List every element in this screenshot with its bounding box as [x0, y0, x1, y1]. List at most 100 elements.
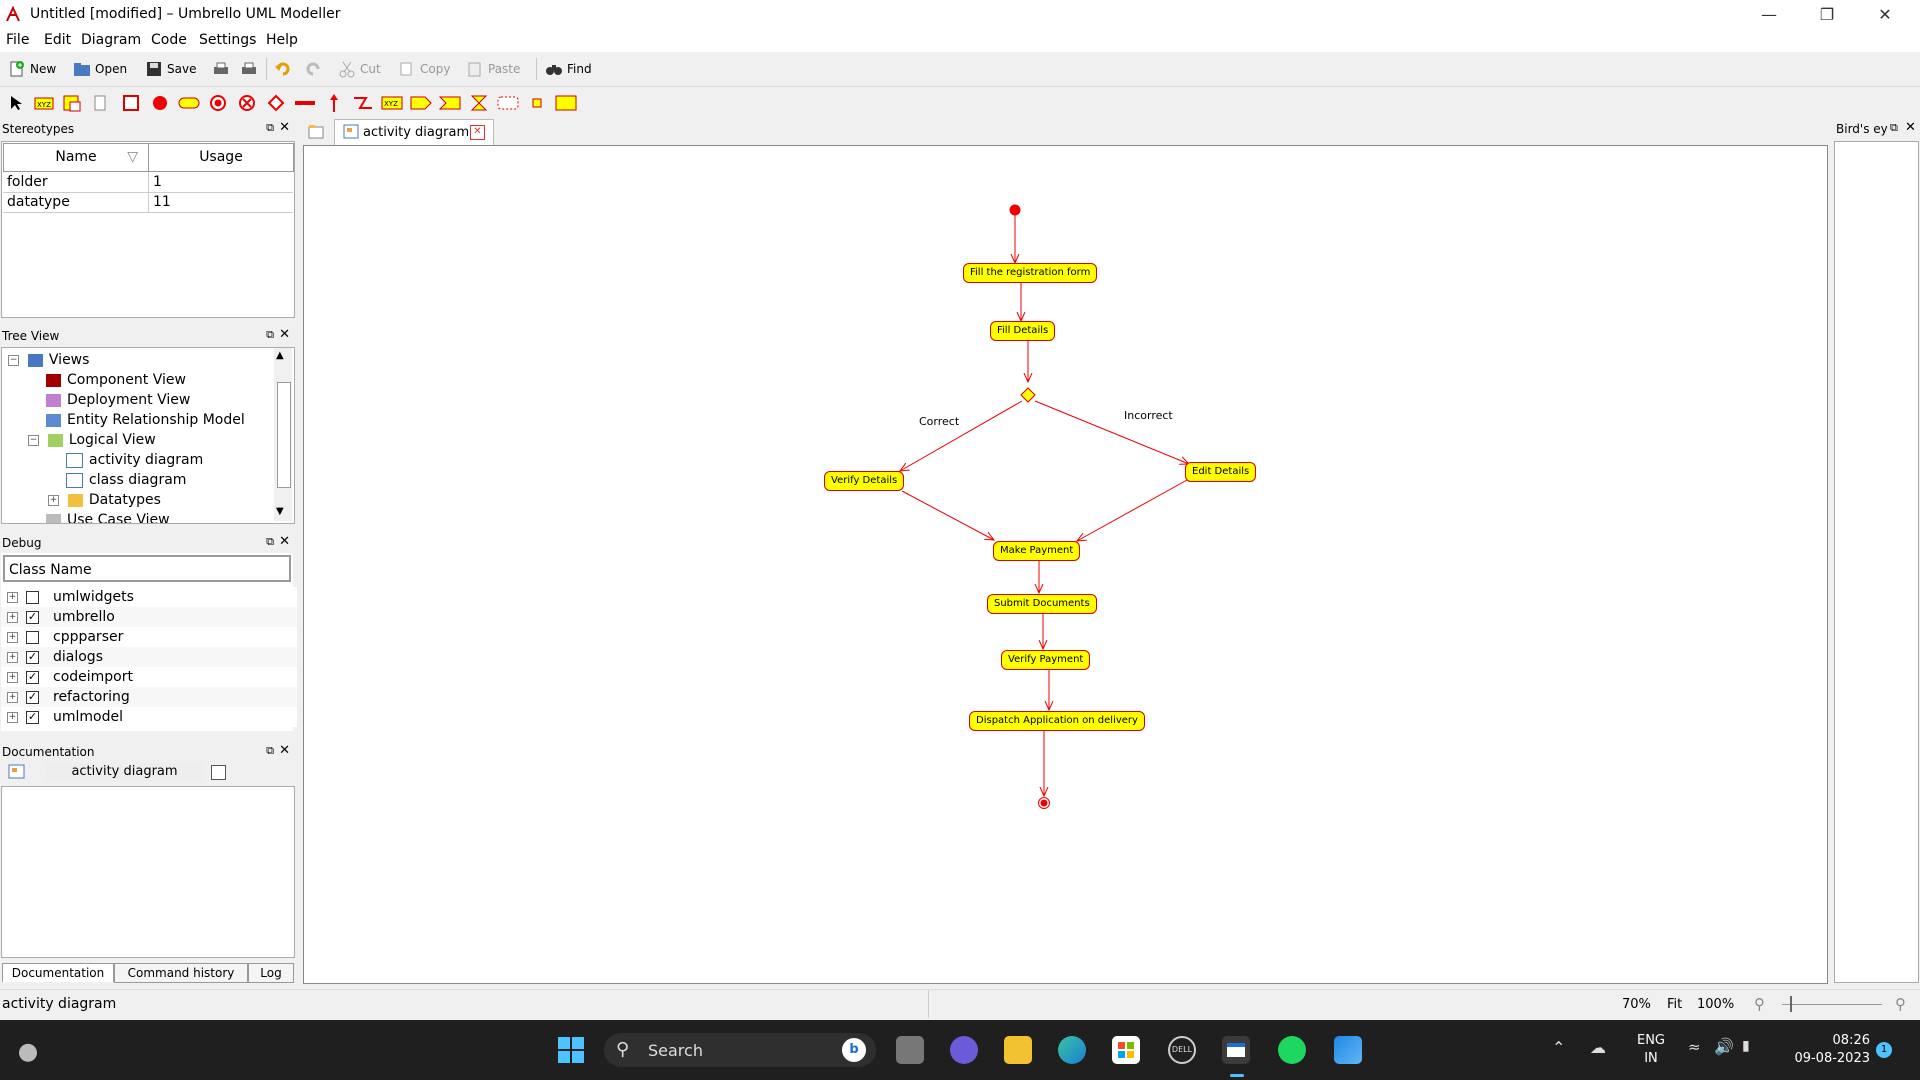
note-tool-icon[interactable]: [61, 92, 83, 114]
float-icon[interactable]: ⧉: [266, 535, 274, 548]
tab-documentation[interactable]: Documentation: [2, 963, 114, 982]
close-dock-icon[interactable]: ✕: [279, 534, 290, 549]
expand-icon[interactable]: +: [7, 671, 18, 683]
zoom-slider-handle[interactable]: [1790, 996, 1792, 1012]
debug-row[interactable]: +cppparser: [1, 627, 297, 647]
debug-checkbox[interactable]: ✓: [26, 609, 39, 624]
windows-start-icon[interactable]: [557, 1036, 585, 1064]
zoom-100-button[interactable]: 100%: [1697, 997, 1735, 1012]
float-icon[interactable]: ⧉: [266, 744, 274, 757]
tree-scrollbar[interactable]: ▲ ▼: [274, 348, 292, 521]
debug-checkbox[interactable]: ✓: [26, 689, 39, 704]
close-dock-icon[interactable]: ✕: [279, 743, 290, 758]
select-tool-arrow-icon[interactable]: [5, 92, 27, 114]
menu-help[interactable]: Help: [266, 32, 298, 48]
transition-edge[interactable]: [901, 490, 994, 540]
activity-fill-registration-form[interactable]: Fill the registration form: [963, 263, 1098, 283]
new-tab-icon[interactable]: [306, 122, 326, 142]
expand-icon[interactable]: +: [48, 494, 59, 506]
menu-file[interactable]: File: [6, 32, 30, 48]
decision-node-icon[interactable]: [1020, 387, 1036, 403]
dell-icon[interactable]: DELL: [1168, 1036, 1196, 1064]
tree-item-datatypes[interactable]: + Datatypes: [48, 492, 161, 508]
birds-eye-view[interactable]: [1834, 141, 1919, 983]
debug-row[interactable]: +umlwidgets: [1, 587, 297, 607]
expand-icon[interactable]: +: [7, 711, 18, 723]
column-header-usage[interactable]: Usage: [148, 143, 294, 172]
transition-edge[interactable]: [900, 400, 1023, 471]
undo-button[interactable]: [274, 58, 296, 80]
initial-node-icon[interactable]: [1009, 204, 1021, 216]
edge-browser-icon[interactable]: [1058, 1036, 1086, 1064]
object-node-icon[interactable]: [555, 92, 577, 114]
float-icon[interactable]: ⧉: [266, 328, 274, 341]
column-header-class-name[interactable]: Class Name: [3, 555, 291, 582]
activity-verify-details[interactable]: Verify Details: [824, 471, 905, 491]
documentation-checkbox[interactable]: [211, 765, 226, 780]
debug-checkbox[interactable]: [26, 630, 39, 644]
debug-row[interactable]: +✓dialogs: [1, 647, 297, 667]
microsoft-store-icon[interactable]: [1112, 1036, 1140, 1064]
activity-fill-details[interactable]: Fill Details: [990, 321, 1056, 341]
expand-icon[interactable]: +: [7, 651, 18, 663]
task-view-icon[interactable]: [896, 1036, 924, 1064]
documentation-selector[interactable]: activity diagram: [46, 763, 203, 781]
expand-icon[interactable]: +: [7, 691, 18, 703]
close-window-button[interactable]: ✕: [1878, 5, 1892, 24]
fork-join-icon[interactable]: [294, 92, 316, 114]
weather-icon[interactable]: [14, 1036, 42, 1064]
debug-checkbox[interactable]: ✓: [26, 709, 39, 724]
anchor-tool-icon[interactable]: XYZ: [33, 92, 55, 114]
zoom-in-icon[interactable]: ⚲: [1895, 995, 1906, 1013]
scroll-down-icon[interactable]: ▼: [276, 506, 284, 517]
activity-transition-icon[interactable]: [323, 92, 345, 114]
new-button[interactable]: New: [8, 58, 56, 80]
debug-row[interactable]: +✓umlmodel: [1, 707, 297, 727]
debug-checkbox[interactable]: ✓: [26, 649, 39, 664]
close-dock-icon[interactable]: ✕: [279, 120, 290, 135]
tab-log[interactable]: Log: [248, 963, 294, 983]
battery-icon[interactable]: ▮: [1742, 1038, 1750, 1054]
language-indicator[interactable]: ENG IN: [1636, 1033, 1665, 1066]
transition-edge[interactable]: [1077, 479, 1188, 541]
minimize-button[interactable]: —: [1761, 5, 1777, 24]
accept-signal-icon[interactable]: [439, 92, 461, 114]
copy-button[interactable]: Copy: [398, 58, 450, 80]
send-signal-icon[interactable]: [410, 92, 432, 114]
flow-final-icon[interactable]: [236, 92, 258, 114]
redo-button[interactable]: [304, 58, 326, 80]
tree-item-component-view[interactable]: Component View: [46, 370, 186, 390]
activity-tool-icon[interactable]: [178, 92, 200, 114]
close-dock-icon[interactable]: ✕: [1905, 120, 1916, 135]
column-header-name[interactable]: Name ▽: [3, 143, 149, 172]
region-icon[interactable]: [497, 92, 519, 114]
float-icon[interactable]: ⧉: [266, 121, 274, 134]
activity-submit-documents[interactable]: Submit Documents: [987, 594, 1097, 614]
zoom-slider[interactable]: [1782, 1004, 1882, 1005]
diagram-canvas[interactable]: Fill the registration form Fill Details …: [303, 145, 1828, 984]
zoom-fit-button[interactable]: Fit: [1667, 997, 1683, 1012]
notification-badge[interactable]: 1: [1876, 1042, 1892, 1058]
paint-app-icon[interactable]: [1334, 1036, 1362, 1064]
activity-verify-payment[interactable]: Verify Payment: [1001, 650, 1091, 670]
scroll-thumb[interactable]: [277, 382, 291, 488]
tree-item-views[interactable]: − Views: [8, 352, 90, 368]
file-explorer-icon[interactable]: [1004, 1036, 1032, 1064]
debug-row[interactable]: +✓codeimport: [1, 667, 297, 687]
activity-make-payment[interactable]: Make Payment: [993, 541, 1081, 561]
menu-diagram[interactable]: Diagram: [81, 32, 142, 48]
expand-icon[interactable]: +: [7, 591, 18, 603]
transition-edge[interactable]: [1034, 400, 1189, 464]
initial-activity-icon[interactable]: [149, 92, 171, 114]
show-hidden-icons-chevron-icon[interactable]: ⌃: [1552, 1038, 1566, 1057]
tree-item-activity-diagram[interactable]: activity diagram: [66, 450, 203, 470]
documentation-text-area[interactable]: [1, 786, 295, 958]
tab-command-history[interactable]: Command history: [114, 963, 248, 983]
menu-code[interactable]: Code: [151, 32, 187, 48]
pre-post-condition-icon[interactable]: XYZ: [381, 92, 403, 114]
close-dock-icon[interactable]: ✕: [279, 327, 290, 342]
menu-settings[interactable]: Settings: [199, 32, 257, 48]
tree-item-class-diagram[interactable]: class diagram: [66, 470, 186, 490]
tab-activity-diagram[interactable]: activity diagram ✕: [334, 119, 494, 146]
wifi-icon[interactable]: ≈: [1688, 1038, 1701, 1056]
